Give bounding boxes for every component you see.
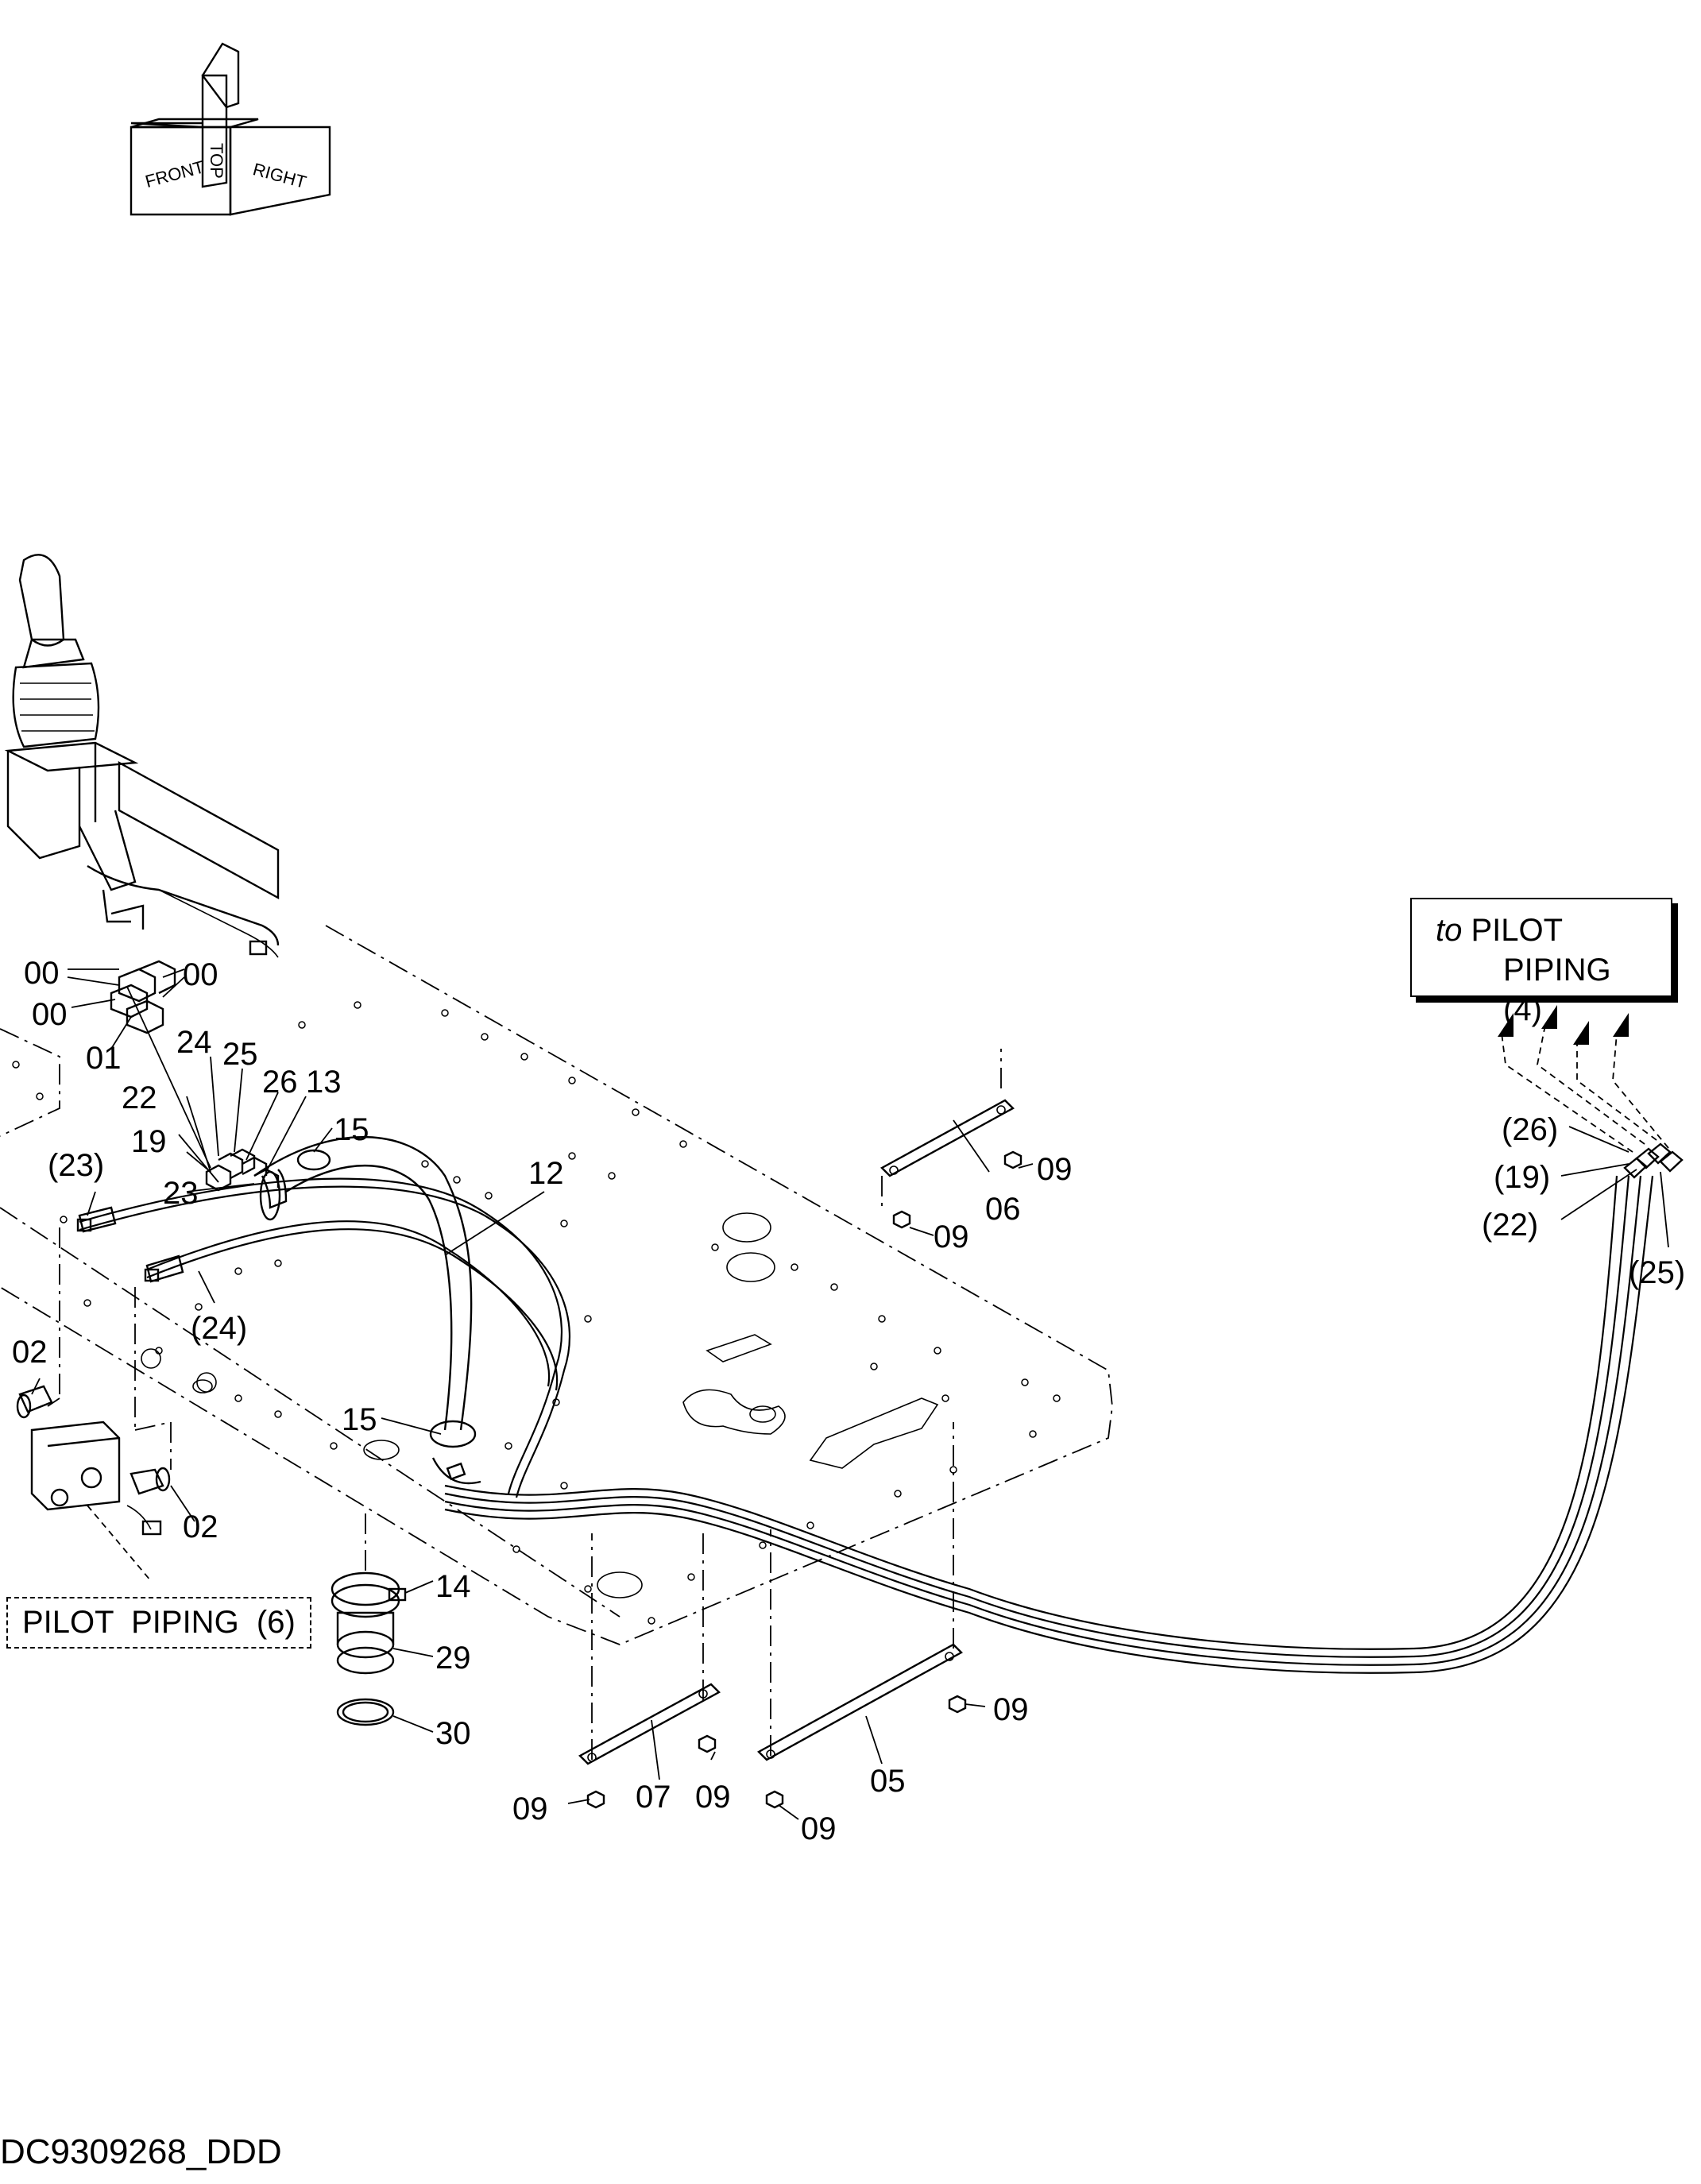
label-19-ref: (19) — [1494, 1160, 1550, 1195]
label-09-f: 09 — [801, 1811, 837, 1846]
to-pilot-piping-callout: to PILOT PIPING (4) — [1410, 898, 1672, 1027]
label-24-ref: (24) — [191, 1311, 247, 1346]
label-26-ref: (26) — [1502, 1112, 1558, 1147]
plate-rivets — [12, 1001, 1061, 1625]
orientation-front: FRONT — [143, 157, 207, 191]
pilot-control-lever — [4, 554, 280, 958]
plate-hole — [726, 1252, 775, 1282]
bolts-09 — [586, 1150, 1023, 1809]
label-02-b: 02 — [183, 1509, 218, 1544]
to-pilot-line-1: to PILOT — [1436, 910, 1653, 950]
grommet-29 — [336, 1611, 395, 1645]
label-12: 12 — [528, 1156, 564, 1191]
orientation-top: TOP — [207, 143, 226, 179]
label-23-ref: (23) — [48, 1148, 104, 1183]
label-14: 14 — [435, 1569, 471, 1604]
label-25-ref: (25) — [1629, 1255, 1685, 1290]
to-pilot-piping: PIPING — [1503, 953, 1611, 988]
fittings-cluster — [76, 960, 331, 1283]
label-30: 30 — [435, 1716, 471, 1751]
label-13: 13 — [306, 1065, 342, 1100]
to-pilot-num: (4) — [1503, 992, 1542, 1027]
plate-slot — [809, 1397, 939, 1469]
plate-05 — [757, 1643, 963, 1761]
plate-slot — [682, 1389, 786, 1435]
label-02-a: 02 — [12, 1335, 48, 1370]
document-id: DC9309268_DDD — [0, 2132, 282, 2171]
label-09-a: 09 — [1037, 1152, 1073, 1187]
to-pilot-word: PILOT — [1471, 913, 1564, 948]
plate-hole — [722, 1212, 771, 1243]
to-pilot-line-2: PIPING (4) — [1436, 950, 1653, 1030]
label-24: 24 — [176, 1025, 212, 1060]
label-00-c: 00 — [32, 997, 68, 1032]
seal-ring-30 — [336, 1698, 395, 1726]
label-23: 23 — [163, 1176, 199, 1211]
label-15-b: 15 — [342, 1402, 377, 1437]
label-22-ref: (22) — [1482, 1208, 1538, 1243]
label-09-c: 09 — [993, 1692, 1029, 1727]
label-09-d: 09 — [695, 1780, 731, 1815]
pilot-piping-6-text: PILOT PIPING (6) — [22, 1605, 296, 1640]
label-19: 19 — [131, 1124, 167, 1159]
orientation-right: RIGHT — [251, 159, 309, 192]
clamp-parts — [331, 1513, 407, 1726]
label-15-a: 15 — [334, 1112, 369, 1147]
label-06: 06 — [985, 1192, 1021, 1227]
plate-07 — [578, 1683, 721, 1765]
orientation-symbol: FRONT TOP RIGHT — [130, 42, 331, 216]
label-26: 26 — [262, 1065, 298, 1100]
pilot-piping-6-callout: PILOT PIPING (6) — [6, 1597, 311, 1649]
valve-assembly — [16, 1227, 172, 1582]
label-05: 05 — [870, 1764, 906, 1799]
label-22: 22 — [122, 1080, 157, 1115]
label-07: 07 — [636, 1780, 671, 1815]
label-09-b: 09 — [934, 1220, 969, 1254]
hose-end-fittings — [1498, 1005, 1684, 1179]
plate-slot — [706, 1334, 772, 1363]
label-29: 29 — [435, 1641, 471, 1676]
hose-bundle — [79, 1136, 1654, 1674]
label-00-a: 00 — [24, 956, 60, 991]
mounting-plates — [578, 1049, 1023, 1809]
plate-06 — [880, 1099, 1015, 1177]
part-labels: 00 00 00 01 24 25 26 13 22 15 19 23 (23)… — [12, 956, 1685, 1846]
label-00-b: 00 — [183, 957, 218, 992]
label-25: 25 — [222, 1037, 258, 1072]
label-01: 01 — [86, 1041, 122, 1076]
floor-plate — [0, 925, 1113, 1645]
leader-lines — [31, 968, 1669, 1820]
label-09-e: 09 — [512, 1792, 548, 1826]
to-pilot-prefix: to — [1436, 913, 1463, 948]
